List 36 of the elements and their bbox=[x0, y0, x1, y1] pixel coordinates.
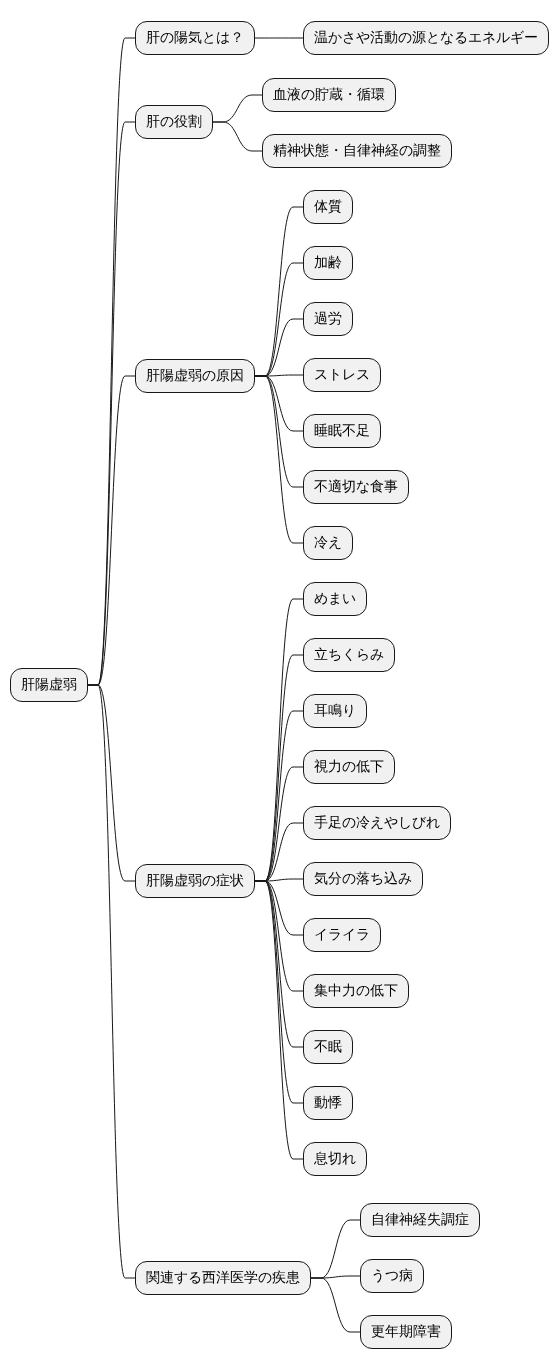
connector-line bbox=[87, 684, 136, 1279]
subtopic-node: 体質 bbox=[303, 190, 353, 224]
connector-line bbox=[254, 880, 304, 1160]
subtopic-node: 精神状態・自律神経の調整 bbox=[262, 134, 452, 168]
subtopic-node: 過労 bbox=[303, 302, 353, 336]
subtopic-node: 気分の落ち込み bbox=[303, 862, 423, 896]
subtopic-node: 温かさや活動の源となるエネルギー bbox=[303, 21, 549, 55]
topic-node: 肝の陽気とは？ bbox=[135, 21, 255, 55]
subtopic-node: 集中力の低下 bbox=[303, 974, 409, 1008]
subtopic-node: 睡眠不足 bbox=[303, 414, 381, 448]
subtopic-node: 自律神経失調症 bbox=[360, 1203, 480, 1237]
topic-node: 関連する西洋医学の疾患 bbox=[135, 1261, 311, 1295]
subtopic-node: 視力の低下 bbox=[303, 750, 395, 784]
connector-line bbox=[254, 37, 304, 39]
subtopic-node: 立ちくらみ bbox=[303, 638, 395, 672]
subtopic-node: 冷え bbox=[303, 526, 353, 560]
connector-line bbox=[310, 1277, 361, 1333]
subtopic-node: うつ病 bbox=[360, 1259, 424, 1293]
connector-line bbox=[212, 121, 263, 152]
subtopic-node: イライラ bbox=[303, 918, 381, 952]
subtopic-node: ストレス bbox=[303, 358, 381, 392]
topic-node: 肝の役割 bbox=[135, 105, 213, 139]
subtopic-node: 不眠 bbox=[303, 1030, 353, 1064]
subtopic-node: 加齢 bbox=[303, 246, 353, 280]
subtopic-node: 血液の貯蔵・循環 bbox=[262, 78, 396, 112]
subtopic-node: 不適切な食事 bbox=[303, 470, 409, 504]
topic-node: 肝陽虚弱の原因 bbox=[135, 359, 255, 393]
subtopic-node: めまい bbox=[303, 582, 367, 616]
subtopic-node: 動悸 bbox=[303, 1086, 353, 1120]
connector-line bbox=[254, 375, 304, 544]
central-topic-node: 肝陽虚弱 bbox=[10, 668, 88, 702]
subtopic-node: 耳鳴り bbox=[303, 694, 367, 728]
topic-node: 肝陽虚弱の症状 bbox=[135, 864, 255, 898]
subtopic-node: 息切れ bbox=[303, 1142, 367, 1176]
subtopic-node: 更年期障害 bbox=[360, 1315, 452, 1349]
subtopic-node: 手足の冷えやしびれ bbox=[303, 806, 451, 840]
